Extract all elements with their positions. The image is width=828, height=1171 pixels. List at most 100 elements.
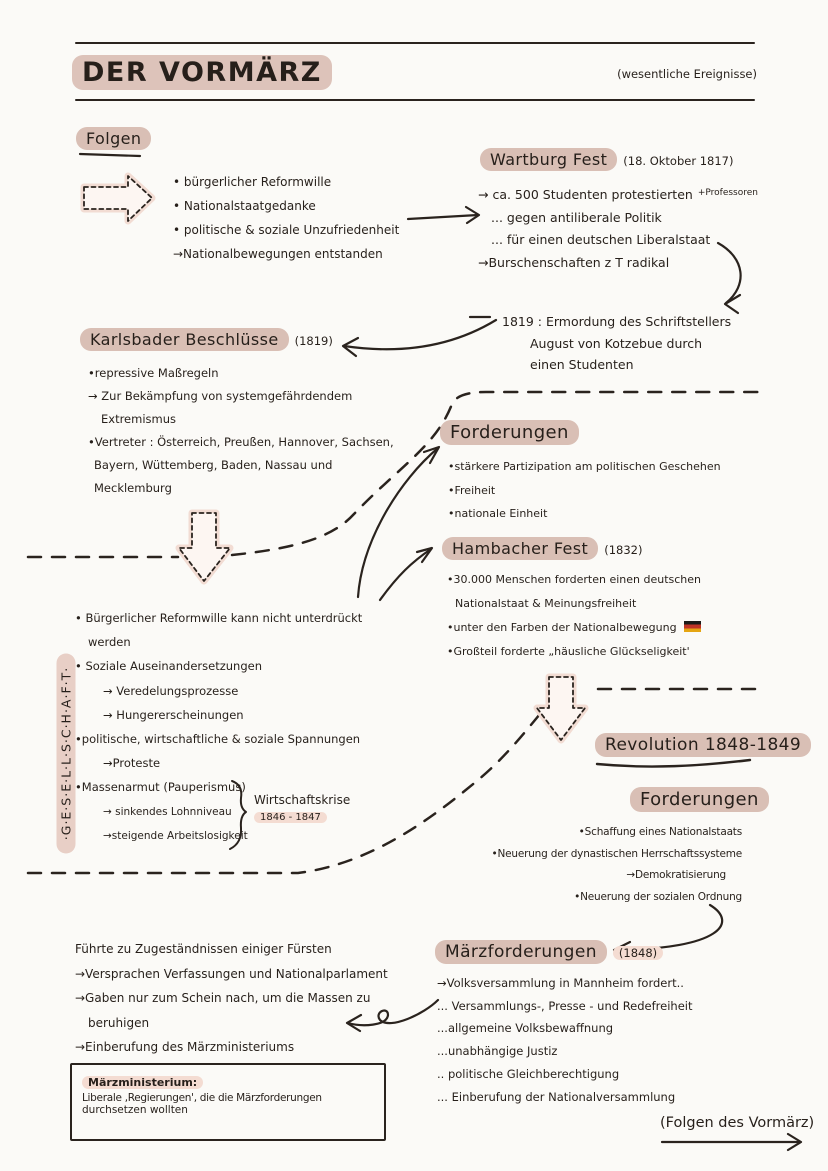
arrow-folgen-des-vormaerz	[660, 1132, 803, 1152]
wartburg-date: (18. Oktober 1817)	[623, 154, 734, 168]
bottom-header-rule	[75, 99, 755, 102]
note-line: →Gaben nur zum Schein nach, um die Masse…	[75, 991, 371, 1005]
note-line: ...unabhängige Justiz	[437, 1044, 558, 1059]
wartburg-list: → ca. 500 Studenten protestierten+Profes…	[478, 182, 758, 274]
note-line: •30.000 Menschen forderten einen deutsch…	[447, 573, 701, 586]
note-line: ...allgemeine Volksbewaffnung	[437, 1021, 614, 1036]
note-line: •politische, wirtschaftliche & soziale S…	[75, 732, 361, 747]
revolution-heading: Revolution 1848-1849	[595, 733, 812, 757]
block-arrow-down-left-icon	[175, 509, 234, 585]
note-line: ... Versammlungs-, Presse - und Redefrei…	[437, 998, 693, 1013]
karlsbad-list: •repressive Maßregeln → Zur Bekämpfung v…	[88, 362, 394, 500]
society-list: • Bürgerlicher Reformwille kann nicht un…	[75, 606, 362, 848]
note-line: → Zur Bekämpfung von systemgefährdendem	[88, 389, 353, 403]
arrow-1819-to-karlsbad	[341, 315, 498, 358]
karlsbad-heading-label: Karlsbader Beschlüsse	[80, 328, 289, 351]
folgen-underline	[78, 152, 142, 158]
footer-label: (Folgen des Vormärz)	[660, 1115, 815, 1131]
note-line: →steigende Arbeitslosigkeit	[103, 829, 248, 842]
wirtschaftskrise-years: 1846 - 1847	[254, 812, 327, 823]
wirtschaftskrise-brace	[229, 780, 247, 850]
gesellschaft-label: ·G·E·S·E·L·L·S·C·H·A·F·T·	[56, 653, 76, 854]
block-arrow-right-icon	[80, 172, 156, 225]
hambach-date: (1832)	[604, 543, 643, 557]
note-line: 1819 : Ermordung des Schriftstellers	[502, 314, 732, 329]
note-line: Führte zu Zugeständnissen einiger Fürste…	[75, 942, 332, 956]
maerzministerium-heading: Märzministerium:	[82, 1076, 204, 1089]
note-line: August von Kotzebue durch	[530, 335, 703, 351]
note-line: ... gegen antiliberale Politik	[491, 209, 662, 225]
note-line: →Burschenschaften z T radikal	[478, 254, 670, 270]
note-line: .. politische Gleichberechtigung	[437, 1066, 620, 1081]
wartburg-note: +Professoren	[697, 188, 758, 198]
note-line: • Nationalstaatgedanke	[173, 199, 316, 213]
forderungen-heading: Forderungen	[440, 420, 579, 445]
note-line: werden	[88, 635, 131, 650]
note-line: → sinkendes Lohnniveau	[103, 805, 232, 818]
note-line: Nationalstaat & Meinungsfreiheit	[455, 597, 637, 610]
maerzforderungen-list: →Volksversammlung in Mannheim fordert.. …	[437, 972, 693, 1108]
folgen-list: • bürgerlicher Reformwille • Nationalsta…	[173, 170, 399, 266]
note-line: beruhigen	[88, 1015, 150, 1030]
note-line: ... für einen deutschen Liberalstaat	[491, 232, 711, 247]
karlsbad-heading: Karlsbader Beschlüsse (1819)	[80, 328, 333, 351]
folgen-heading: Folgen	[76, 127, 152, 150]
hambach-heading-label: Hambacher Fest	[442, 537, 599, 560]
arrow-folgen-to-wartburg	[406, 205, 481, 225]
note-line: → ca. 500 Studenten protestierten+Profes…	[478, 187, 758, 202]
revolution-list: •Schaffung eines Nationalstaats •Neuerun…	[430, 822, 742, 908]
arrow-loop-to-fuersten	[345, 998, 440, 1033]
forderungen-list: •stärkere Partizipation am politischen G…	[448, 455, 721, 526]
note-line: →Volksversammlung in Mannheim fordert..	[437, 976, 684, 990]
note-line: • Soziale Auseinandersetzungen	[75, 659, 262, 674]
hambach-heading: Hambacher Fest (1832)	[442, 537, 642, 560]
maerzforderungen-heading-label: Märzforderungen	[435, 940, 607, 964]
page-title: DER VORMÄRZ	[72, 55, 332, 90]
revolution-forderungen-heading: Forderungen	[630, 787, 769, 812]
dashed-boundary-lower	[26, 687, 764, 875]
arrow-society-to-hambach	[378, 546, 434, 602]
note-line: • politische & soziale Unzufriedenheit	[173, 223, 400, 237]
arrow-wartburg-to-1819	[716, 241, 742, 315]
note-line: •Massenarmut (Pauperismus)	[75, 780, 246, 795]
karlsbad-date: (1819)	[294, 334, 333, 348]
maerzministerium-box: Märzministerium: Liberale ‚Regierungen',…	[70, 1063, 386, 1141]
note-line: → Veredelungsprozesse	[103, 683, 239, 698]
note-line: •Vertreter : Österreich, Preußen, Hannov…	[88, 435, 394, 449]
maerzforderungen-heading: Märzforderungen (1848)	[435, 940, 664, 964]
top-rule	[75, 42, 755, 45]
note-line: ... Einberufung der Nationalversammlung	[437, 1089, 676, 1104]
note-line: einen Studenten	[530, 357, 634, 372]
note-line: →Versprachen Verfassungen und Nationalpa…	[75, 966, 388, 981]
note-line: → Hungererscheinungen	[103, 707, 244, 722]
revolution-underline	[595, 758, 752, 768]
wirtschaftskrise-label: Wirtschaftskrise	[254, 793, 351, 807]
note-line: •stärkere Partizipation am politischen G…	[448, 460, 721, 473]
note-line: •nationale Einheit	[448, 507, 548, 520]
page-subtitle: (wesentliche Ereignisse)	[617, 67, 757, 81]
note-line: Extremismus	[101, 412, 177, 426]
note-line: →Proteste	[103, 756, 161, 771]
note-line: •Neuerung der dynastischen Herrschaftssy…	[491, 847, 742, 860]
note-line: • bürgerlicher Reformwille	[173, 175, 332, 189]
note-line: Liberale ‚Regierungen', die die Märzford…	[82, 1092, 322, 1104]
note-line: →Einberufung des Märzministeriums	[75, 1040, 295, 1054]
dashed-boundary-upper	[26, 390, 766, 559]
kotzebue-note: 1819 : Ermordung des Schriftstellers Aug…	[502, 311, 731, 376]
note-line: →Demokratisierung	[626, 869, 726, 881]
arrow-society-to-forderungen	[356, 445, 441, 599]
maerzforderungen-date: (1848)	[612, 946, 664, 960]
wartburg-heading-label: Wartburg Fest	[480, 148, 618, 171]
hambach-list: •30.000 Menschen forderten einen deutsch…	[447, 568, 701, 664]
note-line: •unter den Farben der Nationalbewegung	[447, 616, 701, 640]
note-line: •Großteil forderte „häusliche Glückselig…	[447, 645, 690, 658]
note-line: durchsetzen wollten	[82, 1104, 188, 1116]
note-line: • Bürgerlicher Reformwille kann nicht un…	[75, 611, 363, 625]
note-line: •Freiheit	[448, 483, 496, 497]
note-line: →Nationalbewegungen entstanden	[173, 247, 383, 261]
wartburg-heading: Wartburg Fest (18. Oktober 1817)	[480, 148, 733, 171]
german-flag-icon	[683, 621, 701, 632]
note-line: •Neuerung der sozialen Ordnung	[574, 890, 742, 903]
